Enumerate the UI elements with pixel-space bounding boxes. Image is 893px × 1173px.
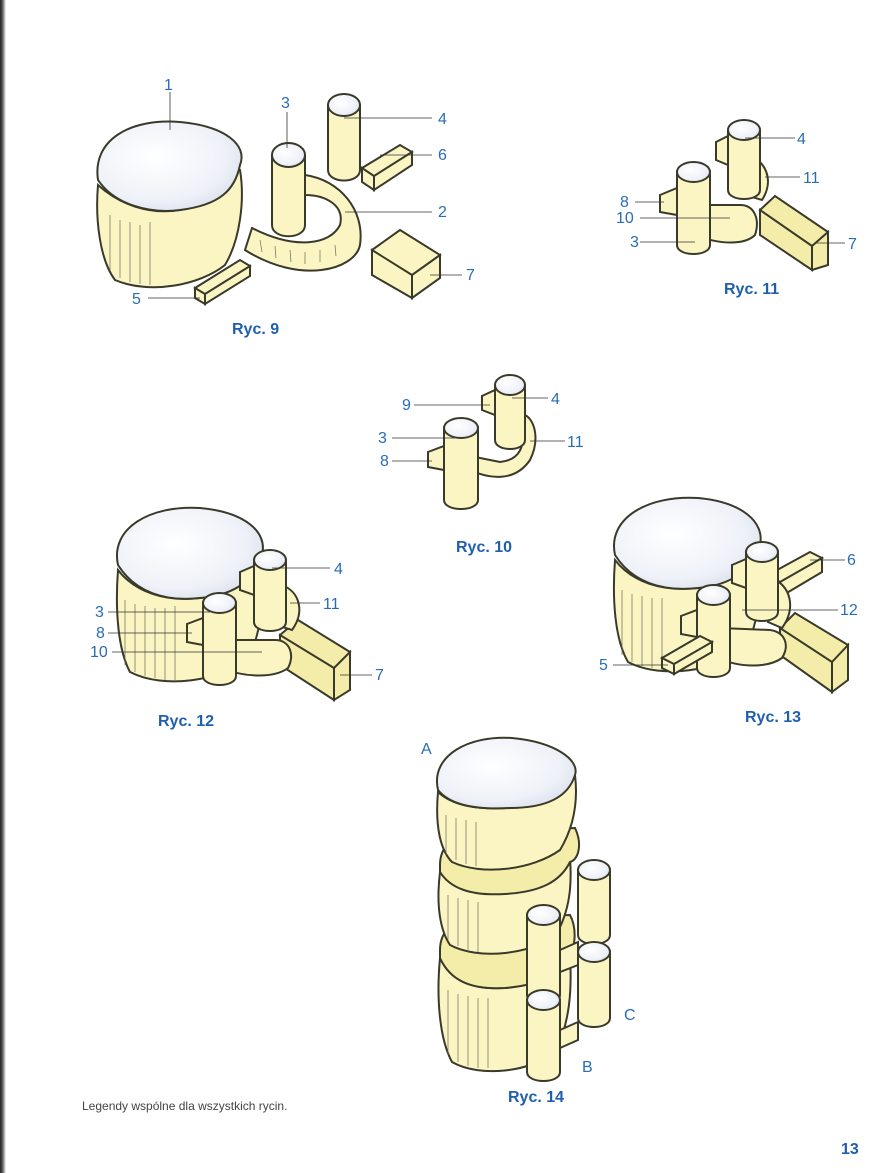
label-6: 6 [438, 147, 447, 164]
pedicle-3-fig10 [443, 417, 479, 510]
pedicle-cylinder [271, 142, 306, 238]
caption-fig13: Ryc. 13 [745, 709, 801, 726]
bar-7-fig13 [778, 611, 850, 694]
caption-fig9: Ryc. 9 [232, 321, 279, 338]
caption-fig14: Ryc. 14 [508, 1089, 564, 1106]
label-2: 2 [438, 204, 447, 221]
column-B-lower [526, 989, 561, 1082]
pedicle-3-fig12 [202, 592, 237, 686]
page-binding-edge [0, 0, 6, 1173]
label-10-fig12: 10 [90, 644, 108, 661]
label-11-fig12: 11 [323, 596, 340, 613]
label-3: 3 [281, 95, 290, 112]
pedicle-3-fig11 [676, 161, 711, 255]
label-7: 7 [466, 267, 475, 284]
label-4-fig10: 4 [551, 391, 560, 408]
label-4-fig11: 4 [797, 131, 806, 148]
label-11-fig11: 11 [803, 170, 820, 187]
figure-14: A B C Ryc. 14 [421, 736, 636, 1106]
caption-fig11: Ryc. 11 [724, 281, 779, 298]
figure-12: 4 11 3 8 10 7 Ryc. 12 [90, 506, 384, 730]
process-8-fig11 [659, 186, 678, 217]
figure-9: 1 3 4 6 2 7 5 Ryc. 9 [96, 77, 475, 338]
label-1: 1 [164, 77, 173, 94]
label-8-fig12: 8 [96, 625, 105, 642]
process-8-fig13 [680, 608, 698, 639]
label-10-fig11: 10 [616, 210, 634, 227]
bar-5 [193, 258, 252, 306]
bar-7 [370, 228, 442, 300]
figure-10: 9 4 3 11 8 Ryc. 10 [378, 374, 584, 556]
process-9-fig10 [481, 388, 496, 417]
column-C-upper [577, 859, 611, 945]
label-7-fig12: 7 [375, 667, 384, 684]
figure-11: 4 11 8 10 3 7 Ryc. 11 [616, 119, 857, 298]
label-8-fig10: 8 [380, 453, 389, 470]
process-8-fig10 [427, 444, 445, 472]
process-8-fig12 [186, 616, 204, 647]
label-3-fig12: 3 [95, 604, 104, 621]
bar-6 [360, 143, 414, 192]
label-11-fig10: 11 [567, 434, 584, 451]
process-4-fig10 [494, 374, 526, 450]
small-process-fig11 [715, 134, 729, 167]
arch-12-fig13 [716, 626, 787, 667]
process-4-fig13 [745, 541, 779, 622]
figure-13: 6 12 5 Ryc. 13 [599, 496, 858, 726]
pedicle-3-fig13 [696, 584, 731, 678]
footer-legend-note: Legendy wspólne dla wszystkich rycin. [82, 1099, 287, 1113]
caption-fig10: Ryc. 10 [456, 539, 512, 556]
column-C-lower [577, 941, 611, 1028]
small-process-fig13 [731, 557, 747, 590]
label-9-fig10: 9 [402, 397, 411, 414]
small-process-fig12 [239, 564, 255, 597]
bar-7-fig11 [758, 194, 830, 272]
page-number: 13 [841, 1141, 859, 1158]
process-4-fig12 [253, 549, 287, 632]
label-6-fig13: 6 [847, 552, 856, 569]
label-8-fig11: 8 [620, 194, 629, 211]
label-4: 4 [438, 111, 447, 128]
label-C: C [624, 1007, 636, 1024]
vertebra-top-surface-fig14 [435, 736, 577, 810]
vertebral-body [96, 120, 243, 289]
label-3-fig11: 3 [630, 234, 639, 251]
process-cylinder-4 [327, 93, 361, 182]
label-5: 5 [132, 291, 141, 308]
label-12-fig13: 12 [840, 602, 858, 619]
connector-fig14-upper [559, 940, 579, 974]
process-4-fig11 [727, 119, 761, 200]
connector-fig14-lower [559, 1020, 579, 1050]
label-A: A [421, 741, 432, 758]
label-3-fig10: 3 [378, 430, 387, 447]
arch-fig10 [464, 413, 537, 478]
label-5-fig13: 5 [599, 657, 608, 674]
label-4-fig12: 4 [334, 561, 343, 578]
vertebral-arch [243, 173, 362, 272]
caption-fig12: Ryc. 12 [158, 713, 214, 730]
label-B: B [582, 1059, 593, 1076]
label-7-fig11: 7 [848, 236, 857, 253]
